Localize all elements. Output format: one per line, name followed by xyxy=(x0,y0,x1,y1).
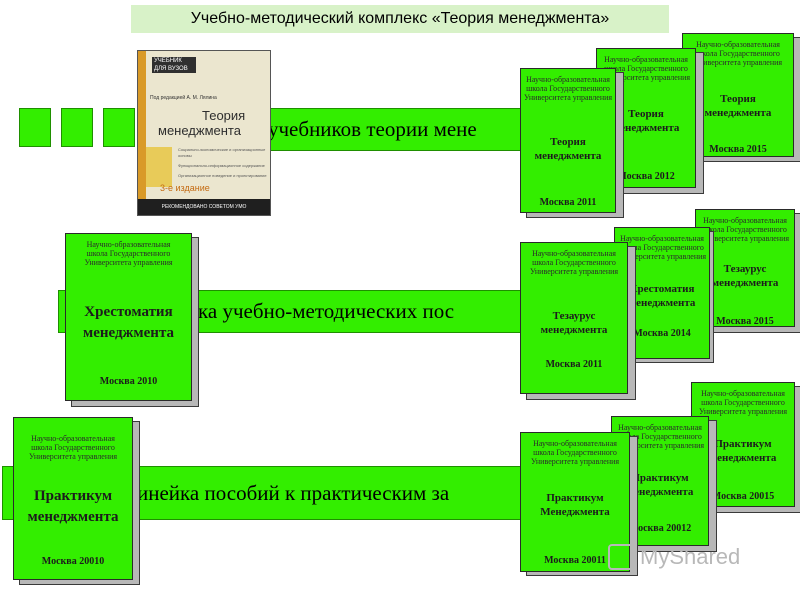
watermark: MyShared xyxy=(608,537,768,577)
card-title: Практикум Менеджмента xyxy=(540,492,610,518)
book-decoration xyxy=(146,147,172,187)
card-institution: Научно-образовательная школа Государстве… xyxy=(523,75,613,102)
card-year: Москва 20011 xyxy=(544,555,606,566)
card-title: Практикум менеджмента xyxy=(626,472,694,498)
card-practicum-20010: Научно-образовательная школа Государстве… xyxy=(13,417,133,580)
card-year: Москва 20010 xyxy=(41,556,105,567)
row2-label: ка учебно-методических пос xyxy=(198,299,455,323)
row1-square-3 xyxy=(103,108,135,147)
card-institution: Научно-образовательная школа Государстве… xyxy=(698,389,788,416)
card-title: Хрестоматия менеджмента xyxy=(628,283,696,309)
card-institution: Научно-образовательная школа Государстве… xyxy=(601,55,691,82)
card-theory-2011: Научно-образовательная школа Государстве… xyxy=(520,68,616,213)
card-institution: Научно-образовательная школа Государстве… xyxy=(530,439,620,466)
card-institution: Научно-образовательная школа Государстве… xyxy=(28,434,118,461)
card-institution: Научно-образовательная школа Государстве… xyxy=(617,234,707,261)
book-editor: Под редакцией А. М. Лялина xyxy=(150,95,217,101)
card-year: Москва 2011 xyxy=(539,197,597,208)
book-content-line: Функционально-информационное содержание xyxy=(178,163,265,168)
book-spine xyxy=(138,51,146,215)
book-cover: УЧЕБНИК ДЛЯ ВУЗОВ Под редакцией А. М. Ля… xyxy=(137,50,271,216)
card-year: Москва 2010 xyxy=(99,376,158,387)
card-year: Москва 2012 xyxy=(617,171,675,182)
row3-label: инейка пособий к практическим за xyxy=(137,481,450,505)
card-title: Тезаурус менеджмента xyxy=(711,263,779,289)
watermark-text: MyShared xyxy=(640,544,741,569)
card-title: Теория менеджмента xyxy=(612,108,680,134)
card-reader-2010: Научно-образовательная школа Государстве… xyxy=(65,233,192,401)
card-institution: Научно-образовательная школа Государстве… xyxy=(84,240,173,267)
card-institution: Научно-образовательная школа Государстве… xyxy=(615,423,705,450)
card-institution: Научно-образовательная школа Государстве… xyxy=(700,216,790,243)
watermark-icon xyxy=(608,544,634,570)
book-content-line: Социально-экономические и организационны… xyxy=(178,147,266,158)
row1-label: учебников теории мене xyxy=(268,117,477,141)
card-year: Москва 2014 xyxy=(633,328,691,339)
row1-square-2 xyxy=(61,108,93,147)
book-contents: Социально-экономические и организационны… xyxy=(178,147,268,183)
card-practicum-20011: Научно-образовательная школа Государстве… xyxy=(520,432,630,572)
card-institution: Научно-образовательная школа Государстве… xyxy=(693,40,783,67)
card-year: Москва 20015 xyxy=(711,491,775,502)
card-thesaurus-2011: Научно-образовательная школа Государстве… xyxy=(520,242,628,394)
card-title: Теория менеджмента xyxy=(534,136,602,162)
card-year: Москва 2015 xyxy=(716,316,774,327)
card-title: Практикум менеджмента xyxy=(709,438,777,464)
card-year: Москва 2015 xyxy=(709,144,767,155)
card-year: Москва 2011 xyxy=(545,359,603,370)
book-content-line: Организационное поведение и проектирован… xyxy=(178,173,267,178)
card-institution: Научно-образовательная школа Государстве… xyxy=(529,249,619,276)
card-year: Москва 20012 xyxy=(628,523,692,534)
book-title-line2: менеджмента xyxy=(158,123,241,138)
book-logo: УЧЕБНИК ДЛЯ ВУЗОВ xyxy=(152,57,196,73)
card-title: Тезаурус менеджмента xyxy=(540,310,608,336)
card-title: Практикум менеджмента xyxy=(27,488,119,525)
row1-square-1 xyxy=(19,108,51,147)
page-title: Учебно-методический комплекс «Теория мен… xyxy=(131,5,669,33)
card-title: Хрестоматия менеджмента xyxy=(82,304,174,341)
book-title-line1: Теория xyxy=(202,108,246,123)
book-edition: 3-е издание xyxy=(160,183,210,193)
card-title: Теория менеджмента xyxy=(704,93,772,119)
book-band: РЕКОМЕНДОВАНО СОВЕТОМ УМО xyxy=(138,199,270,215)
